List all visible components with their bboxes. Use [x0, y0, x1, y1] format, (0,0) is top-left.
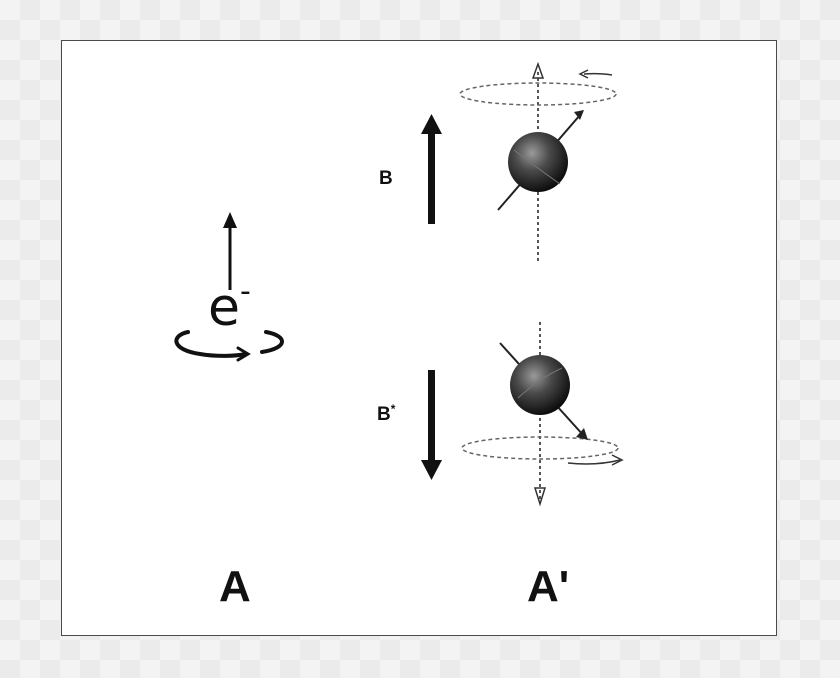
field-down-arrow: [421, 370, 442, 480]
field-up-arrow: [421, 114, 442, 224]
electron-charge: -: [240, 274, 251, 309]
field-up-label: B: [379, 168, 393, 189]
field-down-label: B*: [377, 402, 396, 425]
electron-rotation-icon: [174, 330, 284, 362]
proton-spin-up: [459, 61, 617, 262]
panel-left-label: A: [219, 562, 251, 611]
electron-label: e-: [208, 274, 251, 338]
proton-sphere-bottom: [510, 355, 570, 415]
field-down-star: *: [390, 402, 396, 416]
proton-sphere-top: [508, 132, 568, 192]
panel-right-label: A': [527, 562, 570, 611]
electron-spin-up-arrow: [223, 212, 237, 290]
proton-spin-down: [461, 322, 624, 507]
